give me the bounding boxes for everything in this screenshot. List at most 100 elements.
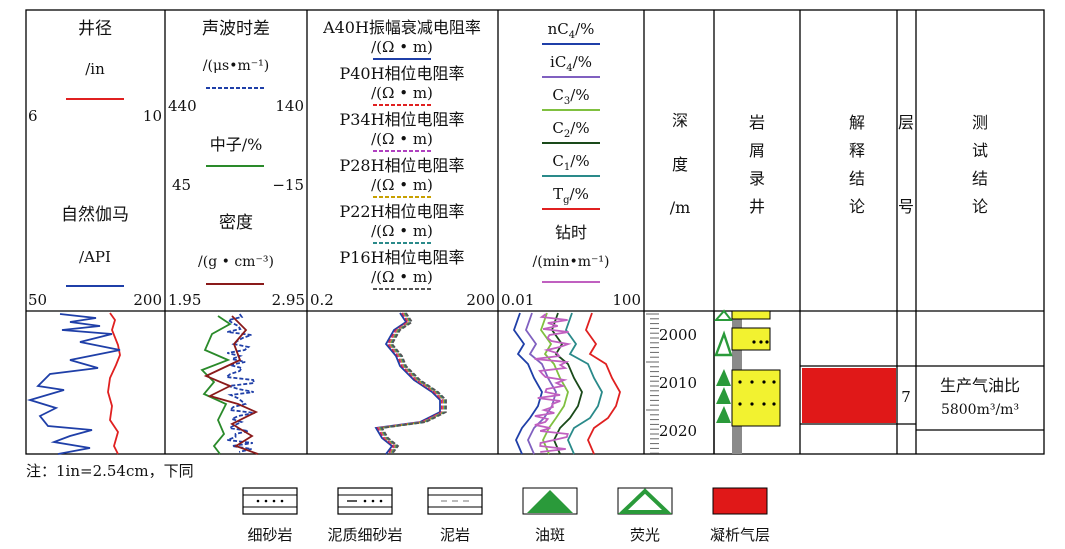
lithology-legend: 细砂岩 泥质细砂岩 泥岩 油斑 荧光 bbox=[225, 487, 785, 547]
footnote: 注：1in=2.54cm，下同 bbox=[26, 462, 194, 480]
resistivity-curve bbox=[378, 312, 445, 455]
neutron-max: −15 bbox=[272, 176, 304, 194]
gamma-max: 200 bbox=[133, 291, 162, 309]
gas-curve bbox=[524, 312, 557, 455]
mudstone-symbol bbox=[427, 487, 483, 515]
well-log-chart: 井径 /in 6 10 自然伽马 /API 50 200 声波时差 /(μs•m… bbox=[25, 9, 1045, 455]
resistivity-min: 0.2 bbox=[310, 291, 334, 309]
layer-header: 层 号 bbox=[898, 113, 914, 216]
legend-label: 细砂岩 bbox=[247, 526, 293, 544]
density-unit: /(g • cm⁻³) bbox=[198, 254, 274, 270]
test-result-line2: 5800m³/m³ bbox=[941, 402, 1019, 418]
drill-time-unit: /(min•m⁻¹) bbox=[533, 254, 610, 270]
lithology-title-char: 岩 bbox=[749, 113, 765, 132]
density-min: 1.95 bbox=[168, 291, 201, 309]
gas-curve-label: C2/% bbox=[552, 119, 589, 140]
caliper-header: 井径 /in 6 10 bbox=[28, 19, 162, 125]
sonic-header: 声波时差 /(μs•m⁻¹) 440 140 bbox=[168, 19, 304, 115]
gas-curve bbox=[564, 312, 603, 455]
depth-tick-label: 2020 bbox=[659, 422, 697, 440]
test-title-char: 论 bbox=[972, 197, 988, 216]
gas-curve bbox=[539, 312, 569, 455]
resistivity-curve bbox=[377, 312, 444, 455]
legend-label: 荧光 bbox=[629, 526, 660, 544]
resistivity-max: 200 bbox=[466, 291, 495, 309]
gamma-unit: /API bbox=[79, 248, 111, 266]
legend-fine-sandstone: 细砂岩 bbox=[225, 487, 315, 545]
resistivity-curve-name: P34H相位电阻率 bbox=[339, 110, 464, 129]
log-grid bbox=[25, 9, 1045, 455]
sonic-title: 声波时差 bbox=[202, 19, 270, 39]
resistivity-curve-unit: /(Ω • m) bbox=[371, 176, 433, 194]
log-curves bbox=[26, 312, 621, 455]
layer-title-char: 号 bbox=[898, 197, 914, 216]
resistivity-curve-name: P28H相位电阻率 bbox=[339, 156, 464, 175]
lithology-sand-bed bbox=[731, 327, 771, 351]
drill-time-title: 钻时 bbox=[555, 223, 587, 242]
legend-label: 泥质细砂岩 bbox=[327, 526, 403, 544]
sand-dots bbox=[738, 340, 776, 406]
gas-curve-label: Tg/% bbox=[553, 185, 589, 206]
density-title: 密度 bbox=[219, 213, 253, 233]
argillaceous-fine-sandstone-symbol bbox=[337, 487, 393, 515]
lithology-track bbox=[713, 309, 781, 454]
gas-curve bbox=[512, 312, 543, 455]
neutron-header: 中子/% 45 −15 bbox=[172, 135, 304, 194]
resistivity-curve-name: P16H相位电阻率 bbox=[339, 248, 464, 267]
density-curve bbox=[203, 315, 259, 455]
resistivity-curve bbox=[380, 312, 447, 455]
fluorescence-symbol bbox=[617, 487, 673, 515]
gas-curve-label: C1/% bbox=[552, 152, 589, 173]
legend-fluorescence: 荧光 bbox=[600, 487, 690, 545]
oil-spot-marker bbox=[716, 387, 731, 404]
sonic-curve bbox=[224, 313, 256, 453]
depth-track bbox=[646, 311, 715, 454]
sonic-unit: /(μs•m⁻¹) bbox=[203, 58, 269, 74]
test-result-line1: 生产气油比 bbox=[940, 376, 1020, 395]
oil-spot-marker bbox=[716, 406, 731, 423]
resistivity-header: A40H振幅衰减电阻率/(Ω • m)P40H相位电阻率/(Ω • m)P34H… bbox=[322, 18, 481, 290]
depth-tick-label: 2010 bbox=[659, 374, 697, 392]
depth-tick-label: 2000 bbox=[659, 326, 697, 344]
gas-max: 100 bbox=[612, 291, 641, 309]
caliper-max: 10 bbox=[143, 107, 162, 125]
oil-spot-symbol bbox=[522, 487, 578, 515]
layer-number: 7 bbox=[901, 388, 911, 406]
oil-spot-marker bbox=[716, 369, 731, 386]
gas-min: 0.01 bbox=[501, 291, 534, 309]
condensate-gas-layer-block bbox=[802, 368, 896, 423]
interpretation-title-char: 论 bbox=[849, 197, 865, 216]
depth-title-char: /m bbox=[670, 198, 691, 217]
interpretation-title-char: 结 bbox=[849, 169, 865, 188]
depth-title-char: 度 bbox=[672, 155, 688, 174]
caliper-curve bbox=[107, 312, 121, 455]
resistivity-curve-unit: /(Ω • m) bbox=[371, 268, 433, 286]
legend-mudstone: 泥岩 bbox=[410, 487, 500, 545]
neutron-min: 45 bbox=[172, 176, 191, 194]
lithology-sand-bed bbox=[731, 369, 781, 427]
sonic-max: 140 bbox=[275, 97, 304, 115]
lithology-header: 岩 屑 录 井 bbox=[749, 113, 765, 216]
interpretation-header: 解 释 结 论 bbox=[849, 113, 865, 216]
gamma-title: 自然伽马 bbox=[61, 205, 129, 225]
test-title-char: 结 bbox=[972, 169, 988, 188]
gas-curve bbox=[584, 312, 621, 455]
layer-title-char: 层 bbox=[898, 113, 914, 132]
gas-curve-label: C3/% bbox=[552, 86, 589, 107]
legend-label: 泥岩 bbox=[439, 526, 470, 544]
interpretation-title-char: 解 bbox=[849, 113, 865, 132]
gas-curve bbox=[550, 312, 583, 455]
sonic-min: 440 bbox=[168, 97, 197, 115]
test-title-char: 试 bbox=[972, 141, 988, 160]
legend-label: 油斑 bbox=[534, 526, 565, 544]
gas-curve-label: nC4/% bbox=[548, 20, 595, 41]
neutron-title: 中子/% bbox=[210, 135, 263, 154]
neutron-curve bbox=[200, 315, 232, 455]
depth-header: 深 度 /m bbox=[670, 111, 691, 217]
resistivity-curve-unit: /(Ω • m) bbox=[371, 84, 433, 102]
gas-curve-label: iC4/% bbox=[550, 53, 592, 74]
interpretation-title-char: 释 bbox=[849, 141, 865, 160]
fluorescence-marker bbox=[713, 309, 734, 321]
resistivity-curve-unit: /(Ω • m) bbox=[371, 222, 433, 240]
gamma-min: 50 bbox=[28, 291, 47, 309]
